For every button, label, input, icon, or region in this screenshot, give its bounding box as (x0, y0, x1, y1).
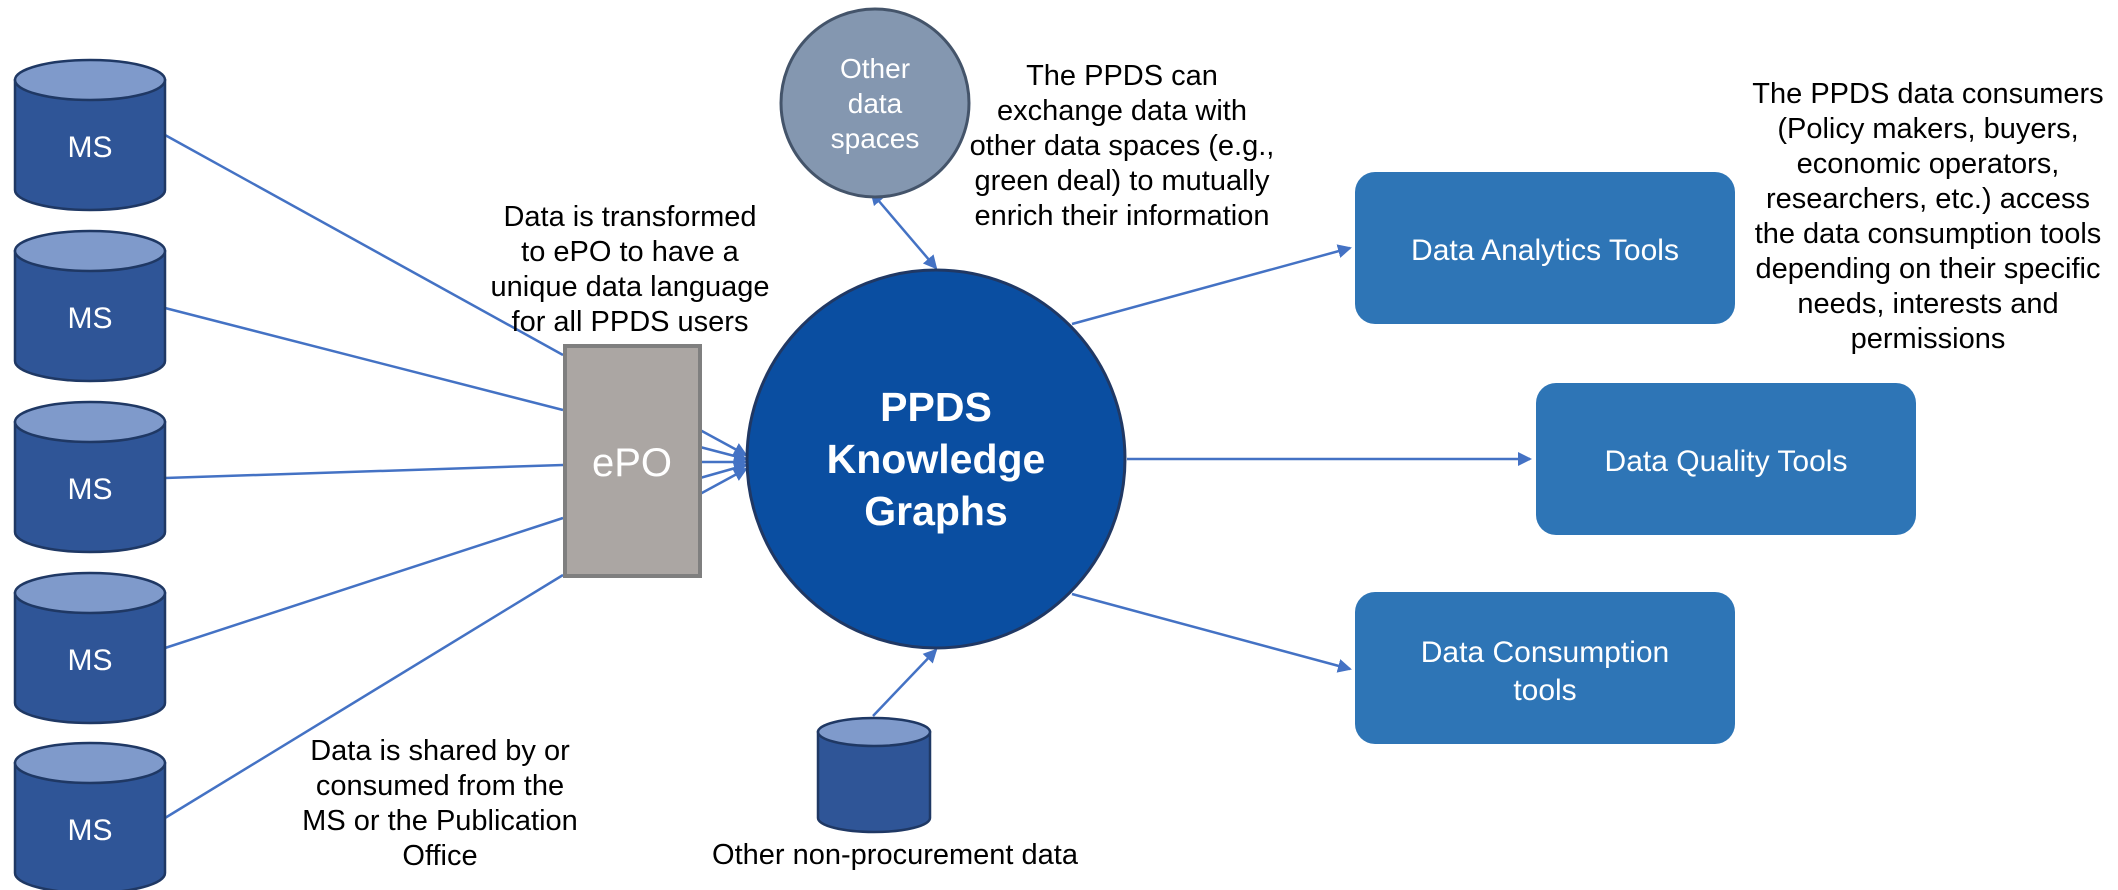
analytics-label: Data Analytics Tools (1411, 234, 1679, 267)
note-transform-line: to ePO to have a (521, 236, 739, 268)
note-shared: Data is shared by or consumed from the M… (285, 734, 595, 874)
ms-label: MS (68, 131, 113, 164)
epo-label: ePO (592, 441, 672, 485)
note-exchange-line: enrich their information (974, 200, 1270, 232)
note-consumers-line: depending on their specific (1755, 253, 2101, 285)
ms-connectors (164, 133, 564, 820)
note-consumers-line: The PPDS data consumers (1752, 78, 2104, 110)
connector-ms-2 (164, 306, 564, 412)
hub-line-2: Knowledge (827, 436, 1046, 482)
other-spaces-line-3: spaces (831, 123, 920, 154)
note-transform-line: Data is transformed (503, 201, 757, 233)
note-exchange: The PPDS can exchange data with other da… (962, 59, 1282, 234)
other-data-spaces: Other data spaces (779, 7, 971, 199)
note-shared-line: Data is shared by or (310, 735, 570, 767)
ms-database-5: MS (13, 741, 167, 890)
note-consumers-line: needs, interests and (1797, 288, 2059, 320)
connector-ms-3 (164, 463, 564, 480)
consumption-label-1: Data Consumption (1421, 636, 1669, 669)
epo-arrow-1 (699, 428, 748, 457)
non-procurement-label: Other non-procurement data (712, 839, 1078, 871)
note-shared-line: consumed from the (315, 770, 565, 802)
note-shared-line: Office (402, 840, 478, 872)
arrow-to-analytics (1071, 244, 1352, 326)
epo-arrow-4 (699, 461, 748, 480)
hub-arrows (870, 190, 1532, 717)
ms-database-2: MS (13, 229, 167, 383)
data-analytics-tools-box: Data Analytics Tools (1355, 172, 1735, 324)
note-consumers: The PPDS data consumers (Policy makers, … (1743, 77, 2113, 357)
connector-ms-4 (164, 516, 564, 650)
other-spaces-line-1: Other (840, 53, 910, 84)
note-shared-line: MS or the Publication (302, 805, 578, 837)
other-spaces-line-2: data (848, 88, 903, 119)
ms-label: MS (68, 473, 113, 506)
epo-to-hub-arrows (699, 428, 748, 496)
ms-label: MS (68, 814, 113, 847)
consumption-label-2: tools (1513, 674, 1576, 707)
epo-box: ePO (563, 344, 702, 578)
ppds-knowledge-graphs-hub: PPDS Knowledge Graphs (745, 268, 1127, 650)
note-consumers-line: (Policy makers, buyers, (1777, 113, 2079, 145)
note-transform-line: unique data language (490, 271, 770, 303)
note-consumers-line: permissions (1850, 323, 2006, 355)
ms-database-3: MS (13, 400, 167, 554)
ms-database-4: MS (13, 571, 167, 725)
data-quality-tools-box: Data Quality Tools (1536, 383, 1916, 535)
epo-arrow-2 (699, 445, 748, 463)
note-exchange-line: other data spaces (e.g., (969, 130, 1275, 162)
arrow-other-spaces (870, 190, 938, 270)
hub-line-1: PPDS (880, 384, 992, 430)
connector-ms-5 (164, 573, 564, 820)
quality-label: Data Quality Tools (1605, 445, 1848, 478)
hub-line-3: Graphs (864, 488, 1008, 534)
ms-database-1: MS (13, 58, 167, 212)
ms-label: MS (68, 644, 113, 677)
connector-ms-1 (164, 133, 564, 357)
note-exchange-line: green deal) to mutually (974, 165, 1270, 197)
ms-label: MS (68, 302, 113, 335)
epo-arrow-5 (699, 467, 748, 496)
arrow-to-consumption (1071, 592, 1352, 673)
note-exchange-line: The PPDS can (1026, 60, 1218, 92)
note-transform: Data is transformed to ePO to have a uni… (480, 200, 780, 340)
data-consumption-tools-box: Data Consumption tools (1355, 592, 1735, 744)
note-consumers-line: researchers, etc.) access (1766, 183, 2090, 215)
note-transform-line: for all PPDS users (511, 306, 749, 338)
note-consumers-line: economic operators, (1796, 148, 2060, 180)
note-exchange-line: exchange data with (997, 95, 1247, 127)
non-procurement-database (816, 716, 932, 834)
arrow-non-procurement (872, 648, 938, 717)
note-consumers-line: the data consumption tools (1754, 218, 2102, 250)
